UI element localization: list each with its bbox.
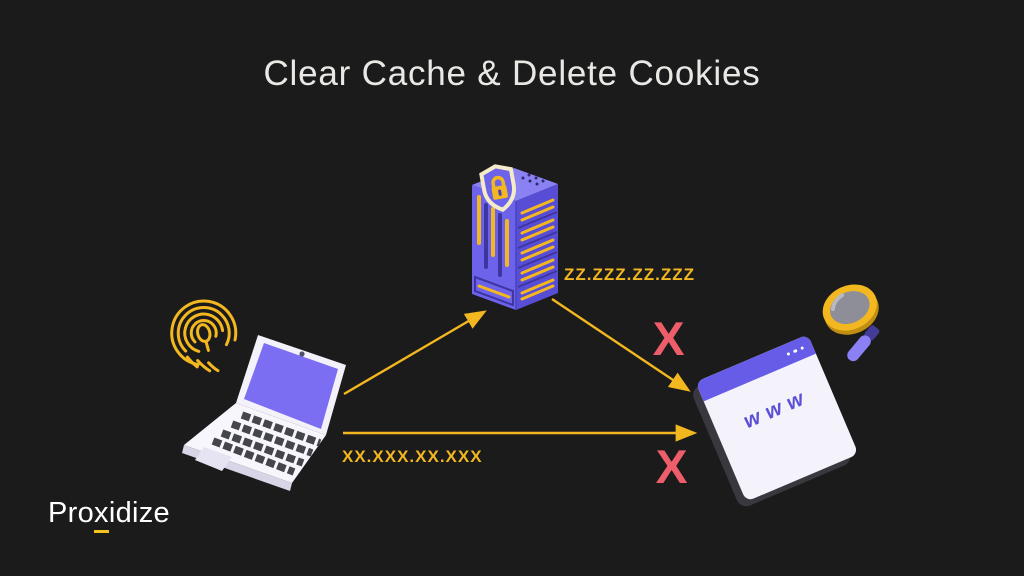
logo-text-pre: Pro: [48, 497, 95, 529]
server-vent-dots: [521, 173, 545, 186]
fingerprint-icon: [162, 294, 246, 378]
logo-text-accent: x: [94, 497, 109, 533]
laptop-screen: [244, 343, 338, 429]
laptop-keyboard: [211, 411, 322, 476]
laptop-illustration: [174, 333, 354, 493]
window-dot: [799, 345, 805, 351]
server-rack-dividers: [517, 211, 558, 288]
blocked-mark-bottom: X: [655, 440, 688, 493]
page-title: Clear Cache & Delete Cookies: [263, 54, 761, 93]
magnifier-icon: [812, 276, 896, 368]
server-rack-slats: [520, 198, 555, 301]
proxidize-logo: Proxidize: [48, 497, 170, 533]
laptop-webcam: [299, 351, 305, 357]
logo-text-post: idize: [108, 497, 170, 529]
server-bottom-bay: [474, 275, 514, 307]
arrow-laptop-to-server: [343, 310, 487, 396]
server-ip-label: zz.zzz.zz.zzz: [564, 265, 696, 284]
blocked-mark-top: X: [652, 312, 685, 365]
device-ip-label: xx.xxx.xx.xxx: [342, 447, 483, 466]
laptop-touchpad: [195, 447, 232, 471]
server-level-bars: [477, 195, 509, 277]
shield-lock-icon: [475, 160, 523, 216]
window-dot: [792, 348, 798, 354]
window-dot: [785, 351, 791, 357]
laptop-base: [184, 403, 326, 483]
arrow-server-to-website: [551, 298, 691, 392]
